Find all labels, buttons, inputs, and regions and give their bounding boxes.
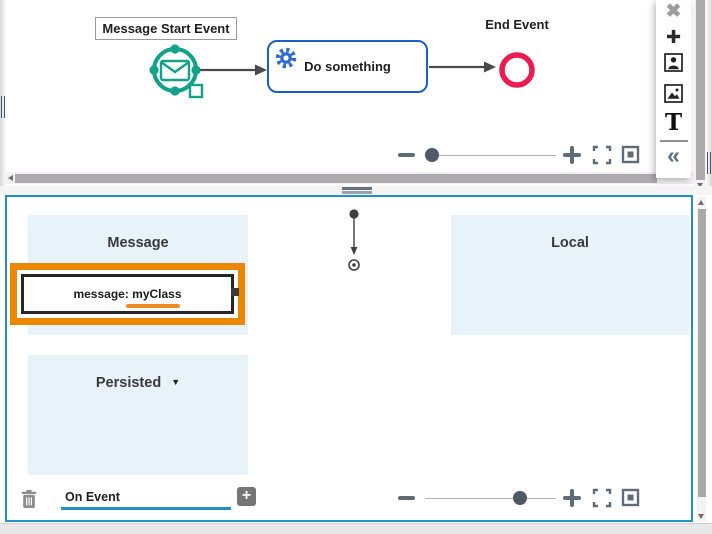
scroll-left-arrow[interactable] bbox=[8, 175, 13, 181]
palette-divider bbox=[659, 140, 688, 142]
gear-icon bbox=[275, 47, 297, 69]
scroll-up-arrow[interactable] bbox=[698, 200, 704, 205]
right-splitter[interactable] bbox=[706, 0, 712, 191]
local-section-title: Local bbox=[551, 235, 589, 251]
shape-palette: ✖ ✚ T « bbox=[656, 0, 691, 178]
resize-grip-icon[interactable] bbox=[342, 187, 372, 190]
sequence-flow-2[interactable] bbox=[429, 61, 496, 73]
scroll-down-arrow[interactable] bbox=[698, 514, 704, 519]
message-section-title: Message bbox=[107, 235, 169, 251]
left-splitter-grip-icon[interactable] bbox=[1, 96, 5, 118]
add-text-icon[interactable]: T bbox=[664, 109, 683, 136]
diagram-svg bbox=[149, 44, 535, 99]
zoom-slider-track[interactable] bbox=[425, 497, 556, 500]
fit-screen-icon[interactable] bbox=[592, 145, 612, 165]
resize-grip-icon[interactable] bbox=[342, 191, 372, 194]
end-event-label: End Event bbox=[485, 17, 549, 32]
variable-annotation-underline bbox=[126, 304, 180, 308]
horizontal-scrollbar[interactable] bbox=[6, 172, 694, 184]
start-event-label: Message Start Event bbox=[95, 17, 237, 40]
fit-screen-icon[interactable] bbox=[592, 488, 612, 508]
fit-selection-icon[interactable] bbox=[621, 488, 640, 507]
event-tab-name-field[interactable]: On Event bbox=[65, 490, 120, 504]
fit-selection-icon[interactable] bbox=[621, 145, 640, 164]
chevron-down-icon[interactable]: ▼ bbox=[171, 377, 181, 387]
zoom-in-icon[interactable] bbox=[562, 145, 582, 165]
canvas-vertical-scrollbar[interactable] bbox=[694, 0, 706, 191]
selected-variable-label: message: myClass bbox=[73, 287, 182, 301]
event-mapping-connector[interactable] bbox=[345, 209, 363, 279]
zoom-slider-handle[interactable] bbox=[513, 491, 527, 505]
event-tab-underline bbox=[61, 507, 231, 510]
end-event-node[interactable] bbox=[499, 52, 535, 88]
selected-variable-item[interactable]: message: myClass bbox=[21, 274, 239, 314]
panel-resize-handle[interactable] bbox=[0, 186, 712, 195]
event-editor-zoom-control bbox=[386, 485, 646, 511]
canvas-vertical-scrollbar-thumb[interactable] bbox=[695, 0, 705, 180]
close-icon[interactable]: ✖ bbox=[665, 1, 682, 22]
persisted-section-header[interactable]: Persisted ▼ bbox=[28, 355, 248, 391]
service-task-node[interactable]: Do something bbox=[267, 40, 428, 93]
delete-event-trash-icon[interactable] bbox=[20, 489, 38, 509]
zoom-slider-track[interactable] bbox=[425, 154, 556, 157]
add-user-shape-icon[interactable] bbox=[656, 53, 691, 75]
zoom-out-icon[interactable] bbox=[398, 496, 415, 500]
add-event-button[interactable]: + bbox=[237, 487, 256, 506]
zoom-slider-handle[interactable] bbox=[425, 148, 439, 162]
collapse-panel-icon[interactable]: « bbox=[667, 141, 680, 168]
left-splitter[interactable] bbox=[0, 0, 6, 186]
selection-handle-left[interactable] bbox=[149, 65, 159, 75]
selection-handle-right[interactable] bbox=[191, 65, 201, 75]
task-label: Do something bbox=[304, 59, 391, 74]
right-splitter-grip-icon[interactable] bbox=[707, 152, 711, 174]
process-canvas[interactable]: Message Start Event Do something End Eve… bbox=[0, 0, 712, 172]
event-editor-scrollbar-thumb[interactable] bbox=[697, 209, 706, 497]
bottom-gutter bbox=[0, 523, 712, 534]
horizontal-scrollbar-thumb[interactable] bbox=[15, 173, 657, 183]
local-section: Local bbox=[451, 215, 689, 335]
variable-selection-highlight[interactable]: message: myClass bbox=[10, 263, 245, 325]
event-editor-panel: Message Local Persisted ▼ message: myClas… bbox=[5, 195, 693, 522]
event-subtype-marker[interactable] bbox=[188, 83, 204, 99]
persisted-section-title: Persisted bbox=[95, 375, 162, 391]
scroll-down-arrow[interactable] bbox=[696, 183, 703, 188]
zoom-out-icon[interactable] bbox=[398, 153, 415, 157]
message-start-event-node[interactable] bbox=[149, 44, 204, 99]
add-shape-icon[interactable]: ✚ bbox=[665, 27, 682, 47]
sequence-flow-1[interactable] bbox=[199, 64, 267, 76]
selection-handle-top[interactable] bbox=[170, 44, 180, 54]
canvas-zoom-control bbox=[386, 142, 646, 168]
selection-handle-bottom[interactable] bbox=[170, 86, 180, 96]
variable-resize-handle[interactable] bbox=[231, 288, 239, 296]
persisted-section: Persisted ▼ bbox=[28, 355, 248, 475]
zoom-in-icon[interactable] bbox=[562, 488, 582, 508]
event-editor-vertical-scrollbar[interactable] bbox=[697, 197, 706, 522]
add-image-shape-icon[interactable] bbox=[656, 84, 691, 106]
